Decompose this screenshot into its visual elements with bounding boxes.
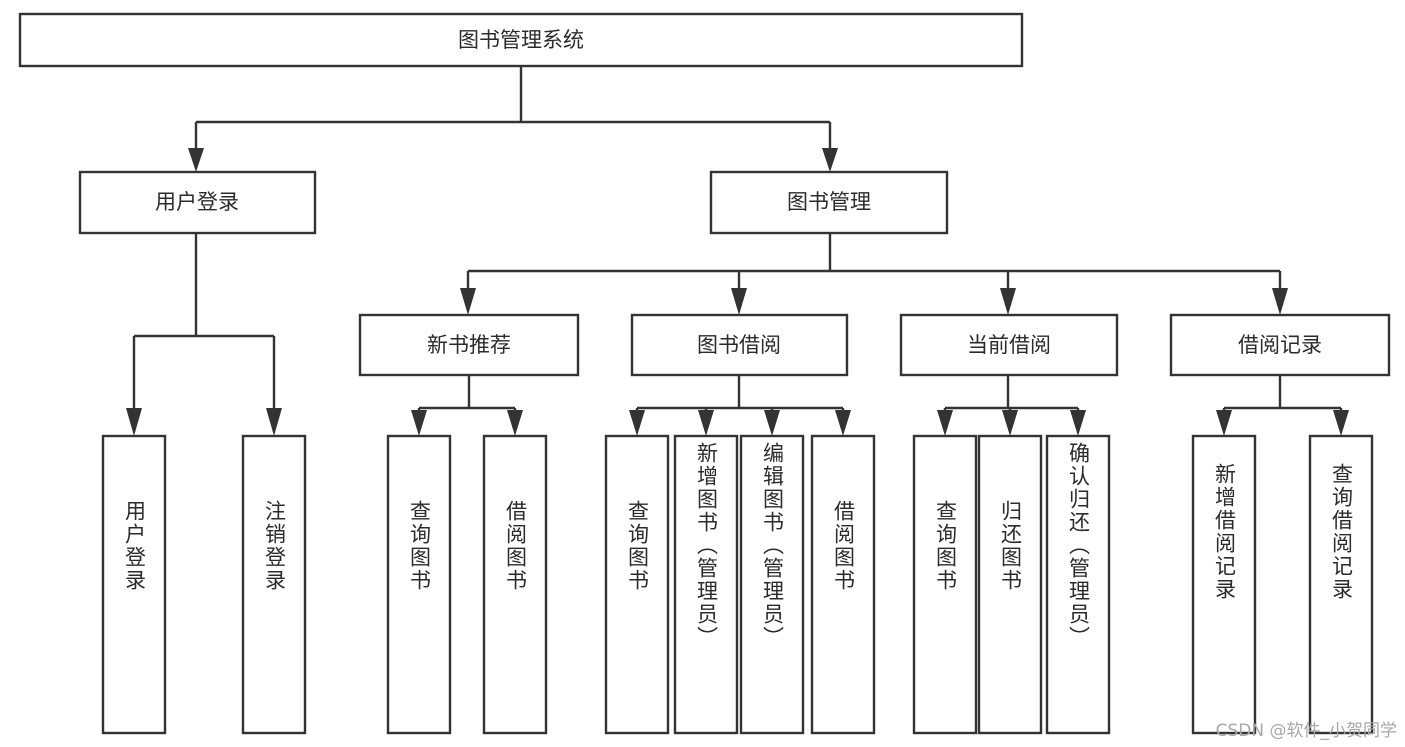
node-leaf-query-borrow-record[interactable] [1308, 434, 1374, 735]
node-user-login[interactable] [78, 170, 317, 235]
arrow-book-borrow-leaf-1 [629, 410, 645, 436]
node-book-management-label: 图书管理 [787, 190, 871, 214]
node-leaf-add-book-admin[interactable] [673, 434, 739, 735]
node-root-book-management-system[interactable] [18, 12, 1024, 68]
arrow-borrow-record-leaf-1 [1216, 410, 1232, 436]
node-book-borrow[interactable] [630, 313, 849, 377]
arrow-current-borrow-leaf-1 [937, 410, 953, 436]
arrow-to-current-borrow [1000, 288, 1016, 315]
node-layer: 图书管理系统 用户登录 图书管理 新书推荐 图书借阅 当前借阅 借阅记录 [18, 12, 1391, 735]
node-new-book-recommend-label: 新书推荐 [427, 333, 511, 357]
arrow-book-borrow-leaf-3 [764, 410, 780, 436]
node-leaf-borrow-book-recommend[interactable] [482, 434, 548, 735]
arrow-book-borrow-leaf-2 [698, 410, 714, 436]
connector-layer [126, 66, 1349, 436]
node-leaf-return-book[interactable] [977, 434, 1043, 735]
arrow-current-borrow-leaf-2 [1002, 410, 1018, 436]
node-current-borrow-label: 当前借阅 [967, 333, 1051, 357]
node-leaf-query-book-borrow[interactable] [604, 434, 670, 735]
node-leaf-add-borrow-record[interactable] [1191, 434, 1257, 735]
node-leaf-borrow-book[interactable] [810, 434, 876, 735]
arrow-to-user-login [188, 148, 204, 172]
node-borrow-record[interactable] [1169, 313, 1391, 377]
arrow-user-login-leaf-1 [126, 408, 142, 436]
arrow-user-login-leaf-2 [266, 408, 282, 436]
node-leaf-edit-book-admin[interactable] [739, 434, 805, 735]
node-leaf-logout[interactable] [241, 434, 307, 735]
node-book-borrow-label: 图书借阅 [697, 333, 781, 357]
arrow-to-borrow-record [1272, 288, 1288, 315]
node-leaf-user-login[interactable] [101, 434, 167, 735]
arrow-new-book-leaf-1 [411, 410, 427, 436]
arrow-current-borrow-leaf-3 [1070, 410, 1086, 436]
arrow-new-book-leaf-2 [507, 410, 523, 436]
node-borrow-record-label: 借阅记录 [1238, 333, 1322, 357]
arrow-to-book-manage [822, 148, 838, 172]
arrow-to-book-borrow [731, 288, 747, 315]
arrow-borrow-record-leaf-2 [1333, 410, 1349, 436]
node-current-borrow[interactable] [899, 313, 1119, 377]
node-book-management[interactable] [709, 170, 949, 235]
node-root-label: 图书管理系统 [458, 28, 584, 52]
node-new-book-recommend[interactable] [358, 313, 580, 377]
node-leaf-query-book-recommend[interactable] [386, 434, 452, 735]
node-leaf-query-book-current[interactable] [912, 434, 978, 735]
node-user-login-label: 用户登录 [155, 190, 239, 214]
arrow-book-borrow-leaf-4 [835, 410, 851, 436]
node-leaf-confirm-return-admin[interactable] [1045, 434, 1111, 735]
arrow-to-new-book [460, 288, 476, 315]
